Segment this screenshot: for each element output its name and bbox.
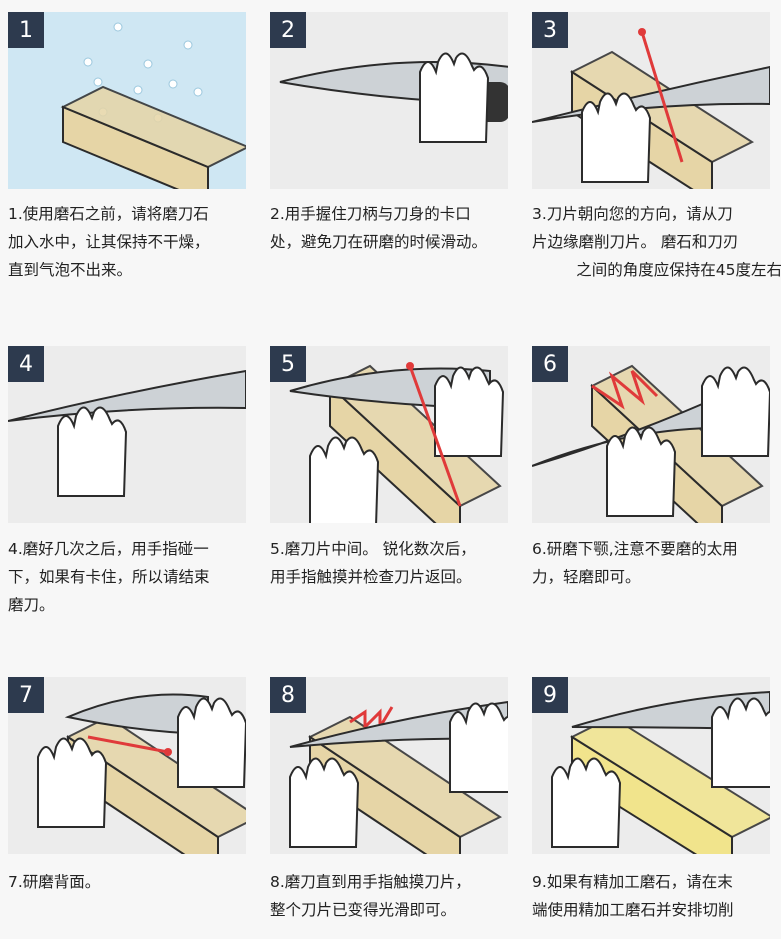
- hand: [551, 757, 622, 848]
- hand: [57, 406, 128, 497]
- hand: [701, 366, 770, 457]
- bubble: [133, 85, 143, 95]
- zigzag-arrow: [591, 369, 659, 410]
- hand: [37, 737, 108, 828]
- bubble: [168, 79, 178, 89]
- bubble: [193, 87, 203, 97]
- caption-line: 端使用精加工磨石并安排切削: [532, 901, 734, 919]
- step-illustration-9: 9: [532, 677, 770, 854]
- step-illustration-2: 2: [270, 12, 508, 189]
- caption-line: 力，轻磨即可。: [532, 568, 641, 586]
- bubble: [83, 57, 93, 67]
- hand: [581, 92, 652, 183]
- hand: [449, 702, 508, 793]
- hand: [419, 52, 490, 143]
- whetstone: [60, 85, 246, 189]
- step-caption-1: 1.使用磨石之前，请将磨刀石加入水中，让其保持不干燥， 直到气泡不出来。: [8, 200, 258, 284]
- caption-line: 3.刀片朝向您的方向，请从刀: [532, 205, 733, 223]
- step-caption-7: 7.研磨背面。: [8, 868, 258, 896]
- bubble: [143, 59, 153, 69]
- knife-blade: [64, 693, 209, 736]
- hand: [309, 436, 380, 523]
- step-number-badge: 8: [270, 677, 306, 713]
- step-caption-9: 9.如果有精加工磨石，请在末端使用精加工磨石并安排切削: [532, 868, 781, 924]
- step-illustration-8: 8: [270, 677, 508, 854]
- caption-line: 之间的角度应保持在45度左右: [576, 261, 781, 279]
- step-illustration-5: 5: [270, 346, 508, 523]
- step-number-badge: 3: [532, 12, 568, 48]
- caption-line: 片边缘磨削刀片。 磨石和刀刃: [532, 233, 739, 251]
- caption-line: 下，如果有卡住，所以请结束: [8, 568, 210, 586]
- hand: [711, 697, 770, 788]
- caption-line: 8.磨刀直到用手指触摸刀片，: [270, 873, 471, 891]
- direction-arrow: [406, 362, 462, 507]
- direction-arrow: [638, 28, 684, 163]
- caption-line: 4.磨好几次之后，用手指碰一: [8, 540, 209, 558]
- step-caption-2: 2.用手握住刀柄与刀身的卡口处，避免刀在研磨的时候滑动。: [270, 200, 520, 256]
- step-number-badge: 5: [270, 346, 306, 382]
- whetstone: [308, 715, 502, 854]
- step-caption-4: 4.磨好几次之后，用手指碰一下，如果有卡住，所以请结束磨刀。: [8, 535, 258, 619]
- caption-line: 2.用手握住刀柄与刀身的卡口: [270, 205, 471, 223]
- caption-line: 处，避免刀在研磨的时候滑动。: [270, 233, 488, 251]
- step-caption-6: 6.研磨下颚,注意不要磨的太用力，轻磨即可。: [532, 535, 781, 591]
- step-illustration-4: 4: [8, 346, 246, 523]
- step-illustration-7: 7: [8, 677, 246, 854]
- caption-line: 用手指触摸并检查刀片返回。: [270, 568, 472, 586]
- step-number-badge: 1: [8, 12, 44, 48]
- caption-line: 加入水中，让其保持不干燥，: [8, 233, 210, 251]
- step-number-badge: 7: [8, 677, 44, 713]
- hand: [177, 697, 246, 788]
- step-illustration-1: 1: [8, 12, 246, 189]
- bubble: [113, 22, 123, 32]
- step-illustration-6: 6: [532, 346, 770, 523]
- caption-line: 整个刀片已变得光滑即可。: [270, 901, 457, 919]
- step-number-badge: 4: [8, 346, 44, 382]
- step-illustration-3: 3: [532, 12, 770, 189]
- bubble: [93, 77, 103, 87]
- hand: [289, 757, 360, 848]
- hand: [606, 426, 677, 517]
- step-caption-3: 3.刀片朝向您的方向，请从刀片边缘磨削刀片。 磨石和刀刃之间的角度应保持在45度…: [532, 200, 781, 284]
- direction-arrow: [87, 735, 172, 756]
- bubble: [183, 40, 193, 50]
- step-caption-8: 8.磨刀直到用手指触摸刀片， 整个刀片已变得光滑即可。: [270, 868, 520, 924]
- step-number-badge: 2: [270, 12, 306, 48]
- step-number-badge: 9: [532, 677, 568, 713]
- step-caption-5: 5.磨刀片中间。 锐化数次后， 用手指触摸并检查刀片返回。: [270, 535, 520, 591]
- caption-line: 6.研磨下颚,注意不要磨的太用: [532, 540, 738, 558]
- caption-line: 5.磨刀片中间。 锐化数次后，: [270, 540, 476, 558]
- caption-line: 磨刀。: [8, 596, 55, 614]
- caption-line: 9.如果有精加工磨石，请在末: [532, 873, 733, 891]
- step-number-badge: 6: [532, 346, 568, 382]
- hand: [434, 366, 505, 457]
- caption-line: 1.使用磨石之前，请将磨刀石: [8, 205, 209, 223]
- caption-line: 直到气泡不出来。: [8, 261, 133, 279]
- caption-line: 7.研磨背面。: [8, 873, 101, 891]
